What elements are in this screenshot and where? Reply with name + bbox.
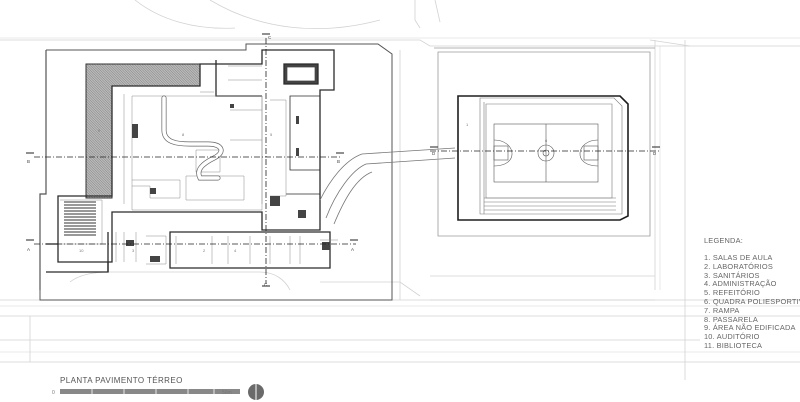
legend-item: 2. LABORATÓRIOS (704, 261, 773, 271)
legend-item: 7. RAMPA (704, 305, 740, 315)
sports-hall-inner (479, 97, 623, 215)
legend-item: 4. ADMINISTRAÇÃO (704, 279, 777, 289)
legend-item: 10. AUDITÓRIO (704, 332, 760, 342)
room-number-8: 8 (182, 132, 185, 137)
room-number-3: 3 (132, 248, 135, 253)
basketball-court (493, 123, 599, 183)
legend-item: 8. PASSARELA (704, 314, 759, 324)
non-built-area (85, 63, 201, 199)
room-number-6: 6 (545, 138, 548, 143)
section-mark-a-left: A (26, 239, 34, 252)
legend-item: 1. SALAS DE AULA (704, 253, 773, 262)
room-number-1: 1 (466, 122, 469, 127)
room-number-4: 4 (234, 248, 237, 253)
section-mark-c-bottom: C (262, 282, 270, 287)
legend-item: 9. ÁREA NÃO EDIFICADA (704, 323, 796, 333)
sports-site (434, 47, 655, 237)
scale-bar (60, 389, 240, 394)
walkway (319, 147, 456, 225)
section-label-d-left: D (432, 151, 436, 156)
scale-start-label: 0 (52, 390, 55, 396)
section-label-b-left: B (27, 159, 30, 164)
scale-end-label: 50m (222, 390, 232, 396)
drawing-title: PLANTA PAVIMENTO TÉRREO (60, 376, 183, 385)
section-mark-d-left: D (430, 146, 438, 156)
legend: LEGENDA: 1. SALAS DE AULA 2. LABORATÓRIO… (704, 236, 800, 351)
north-arrow-icon (248, 384, 264, 400)
room-number-10: 10 (79, 248, 84, 253)
section-mark-b-right: B (336, 152, 344, 164)
section-label-a-left: A (27, 247, 30, 252)
section-mark-a-right: A (350, 239, 358, 252)
section-mark-d-right: D (652, 146, 660, 156)
section-label-d-right: D (653, 151, 657, 156)
interior-partitions (60, 65, 338, 265)
section-label-c-top: C (268, 35, 272, 40)
room-number-9: 9 (98, 128, 101, 133)
room-number-2: 2 (203, 248, 206, 253)
auditorium-seating (64, 201, 96, 236)
sports-hall (457, 95, 629, 221)
section-mark-b-left: B (26, 152, 34, 164)
section-mark-c-top: C (262, 33, 272, 40)
fixtures (126, 104, 330, 262)
section-cut-lines (34, 38, 660, 284)
section-label-b-right: B (337, 159, 340, 164)
site-context-lines (0, 0, 800, 380)
section-label-c-bottom: C (264, 282, 268, 287)
legend-item: 11. BIBLIOTECA (704, 340, 763, 350)
legend-item: 3. SANITÁRIOS (704, 270, 760, 280)
legend-item: 6. QUADRA POLIESPORTIVA (704, 296, 800, 306)
section-label-a-right: A (351, 247, 354, 252)
school-site-boundary (39, 43, 393, 301)
legend-item: 5. REFEITÓRIO (704, 288, 760, 298)
room-number-5: 5 (270, 132, 273, 137)
school-building (46, 49, 335, 273)
interior-ramp (161, 95, 224, 181)
legend-title: LEGENDA: (704, 236, 743, 245)
